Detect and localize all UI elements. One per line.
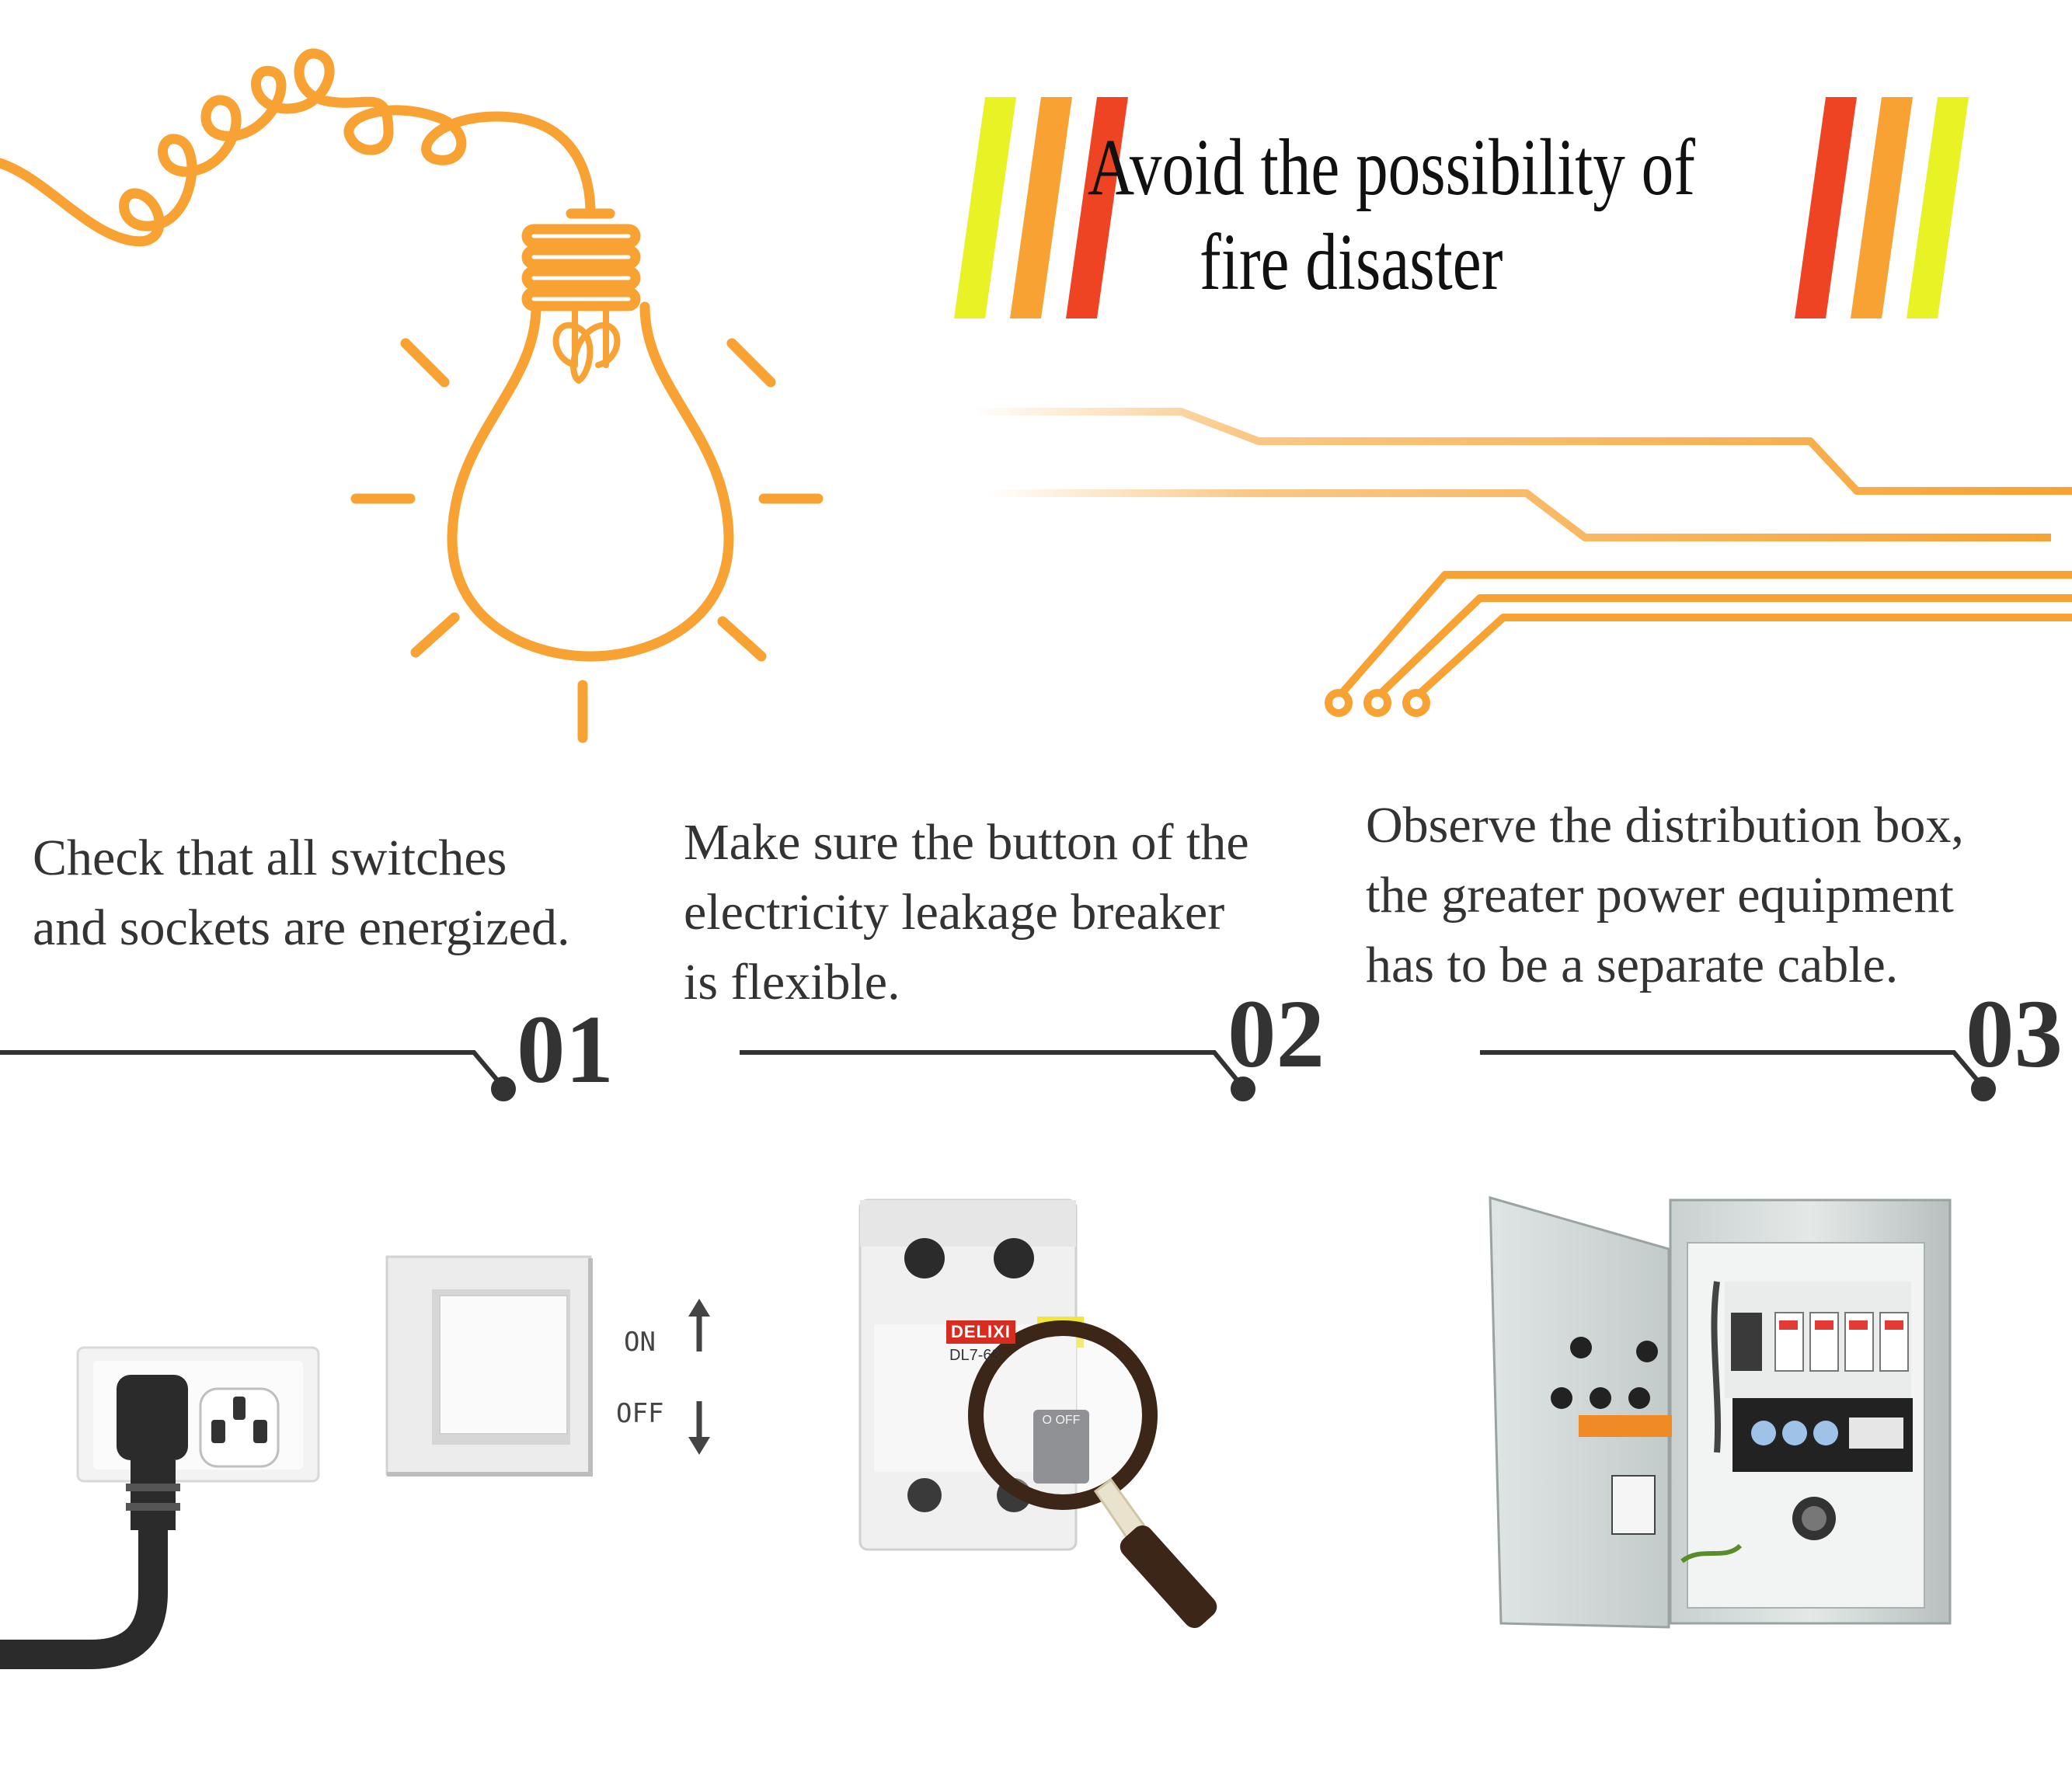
step-2-line-1: Make sure the button of the bbox=[684, 814, 1249, 871]
step-2-line-3: is flexible. bbox=[684, 954, 900, 1011]
step-2-line-2: electricity leakage breaker bbox=[684, 884, 1225, 941]
title-stripes-left bbox=[954, 97, 1128, 318]
lightbulb-icon bbox=[0, 48, 824, 743]
title-line-2: fire disaster bbox=[1200, 217, 1503, 307]
circuit-traces bbox=[971, 408, 2072, 717]
step-1-number: 01 bbox=[517, 997, 614, 1104]
step-1-line-2: and sockets are energized. bbox=[33, 899, 570, 956]
page-title: Avoid the possibility of fire disaster bbox=[1088, 120, 1695, 310]
step-3-line-3: has to be a separate cable. bbox=[1366, 937, 1899, 993]
step-2-number: 02 bbox=[1228, 981, 1325, 1088]
arrow-up-icon bbox=[688, 1299, 710, 1351]
step-2-text: Make sure the button of the electricity … bbox=[684, 808, 1249, 1017]
switch-off-label: OFF bbox=[616, 1398, 664, 1429]
switch-on-label: ON bbox=[624, 1327, 656, 1358]
title-stripes-right bbox=[1795, 97, 1969, 318]
breaker-brand-label: DELIXI bbox=[946, 1320, 1015, 1344]
magnifying-glass-icon bbox=[968, 1320, 1217, 1629]
distribution-box bbox=[1489, 1195, 1952, 1629]
wall-socket-with-plug bbox=[0, 1346, 320, 1669]
step-1-line-1: Check that all switches bbox=[33, 830, 507, 886]
arrow-down-icon bbox=[688, 1401, 710, 1455]
breaker-switch-label: O OFF bbox=[1042, 1414, 1081, 1427]
step-3-line-2: the greater power equipment bbox=[1366, 867, 1954, 924]
title-line-1: Avoid the possibility of bbox=[1088, 123, 1695, 212]
step-1-text: Check that all switches and sockets are … bbox=[33, 823, 569, 963]
step-3-number: 03 bbox=[1966, 981, 2063, 1088]
step-3-text: Observe the distribution box, the greate… bbox=[1366, 791, 1964, 1000]
breaker-model-label: DL7-63 bbox=[949, 1347, 1001, 1364]
step-divider-lines bbox=[0, 1050, 1996, 1101]
light-switch bbox=[385, 1255, 593, 1477]
step-3-line-1: Observe the distribution box, bbox=[1366, 797, 1964, 854]
